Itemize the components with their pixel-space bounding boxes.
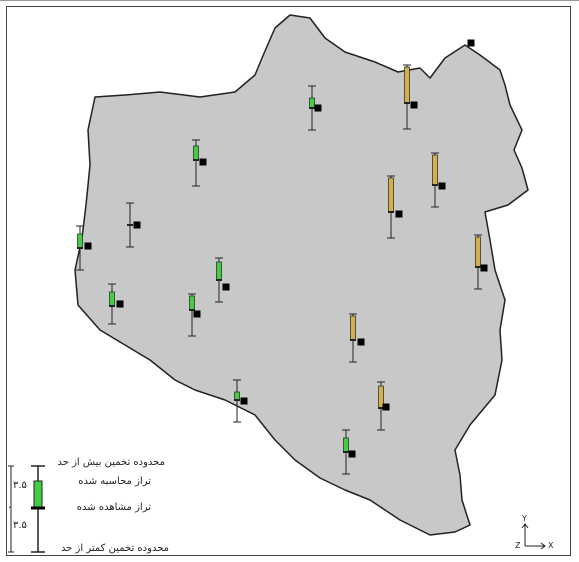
observed-point — [84, 242, 92, 250]
observed-point — [410, 101, 418, 109]
well-marker — [76, 225, 84, 271]
observed-point — [438, 182, 446, 190]
observed-point — [382, 403, 390, 411]
legend-observed-label: تراز مشاهده شده — [76, 502, 151, 513]
well-marker — [403, 64, 411, 130]
top-border — [0, 0, 579, 1]
observed-point — [199, 158, 207, 166]
well-marker — [188, 293, 196, 337]
observed-point — [314, 104, 322, 112]
computed-level-bar — [77, 233, 83, 249]
computed-level-bar — [216, 261, 222, 281]
legend-computed-label: تراز محاسبه شده — [78, 476, 151, 487]
study-region-outline — [74, 14, 529, 536]
observed-point — [240, 397, 248, 405]
computed-level-bar — [350, 315, 356, 341]
axis-y-label: Y — [522, 514, 527, 523]
legend-symbol — [8, 465, 45, 553]
computed-level-bar — [475, 236, 481, 268]
wells-layer — [76, 64, 482, 475]
computed-level-bar — [388, 177, 394, 213]
observed-points-layer — [84, 39, 488, 458]
legend-upper-band-label: محدوده تخمین بیش از حد — [57, 457, 165, 468]
computed-level-bar — [193, 145, 199, 161]
computed-level-bar — [109, 291, 115, 307]
well-marker — [431, 152, 439, 208]
axes-indicator — [521, 523, 546, 550]
observed-point — [133, 221, 141, 229]
computed-level-bar — [432, 154, 438, 186]
well-marker — [108, 283, 116, 325]
well-marker — [308, 85, 316, 131]
well-marker — [474, 234, 482, 290]
well-marker — [342, 429, 350, 475]
observed-point — [480, 264, 488, 272]
computed-level-bar — [189, 295, 195, 311]
observed-point — [348, 450, 356, 458]
well-marker — [192, 139, 200, 187]
observed-point — [116, 300, 124, 308]
legend-upper-value: ۳.۵ — [13, 480, 27, 491]
computed-level-bar — [343, 437, 349, 453]
observed-point — [357, 338, 365, 346]
computed-level-bar — [309, 97, 315, 109]
legend-lower-value: ۳.۵ — [13, 520, 27, 531]
well-marker — [215, 257, 223, 303]
axis-x-label: X — [548, 541, 554, 550]
well-marker — [377, 381, 385, 431]
legend-zero-value: ۰ — [7, 502, 13, 513]
well-marker — [349, 313, 357, 363]
observed-point — [467, 39, 475, 47]
axis-z-label: Z — [515, 541, 521, 550]
well-marker — [387, 175, 395, 239]
well-marker — [233, 379, 241, 423]
well-marker — [126, 202, 134, 248]
computed-level-bar — [234, 391, 240, 401]
observed-point — [193, 310, 201, 318]
observed-point — [222, 283, 230, 291]
observed-point — [395, 210, 403, 218]
legend-lower-band-label: محدوده تخمین کمتر از حد — [60, 543, 169, 554]
computed-level-bar — [404, 66, 410, 104]
